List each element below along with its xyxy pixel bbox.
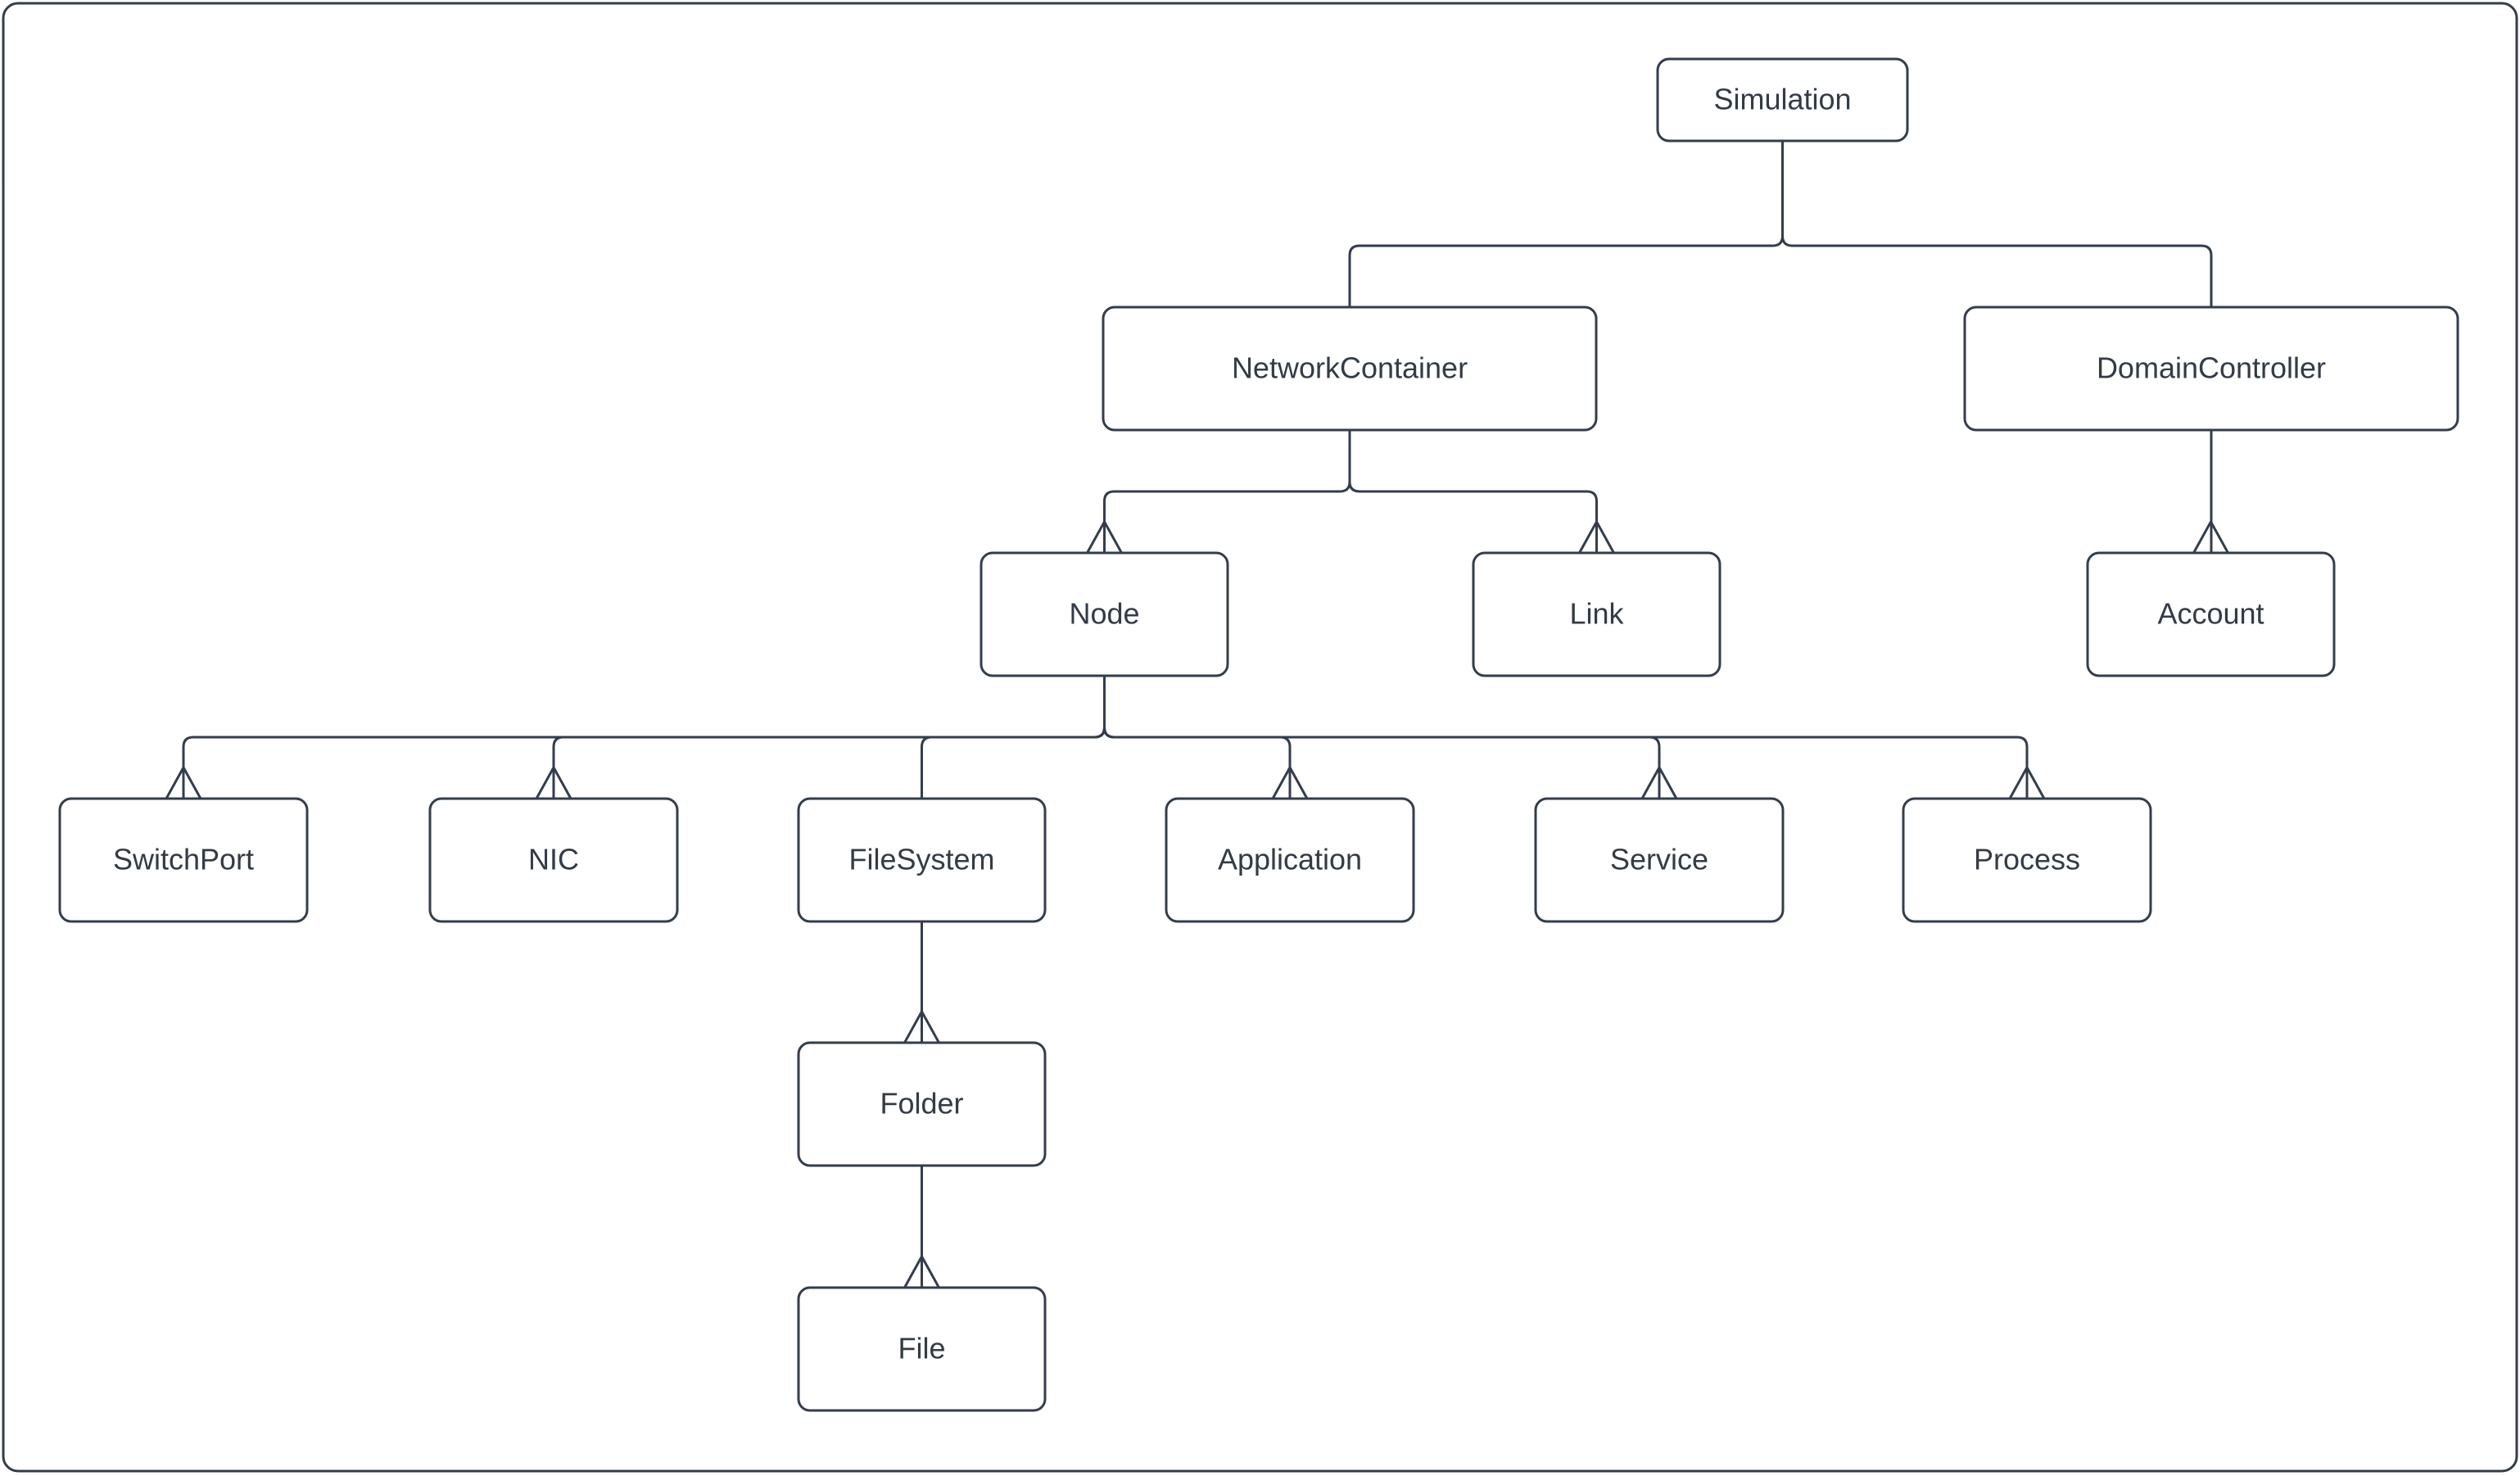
inheritance-arrow-node-nic bbox=[535, 764, 572, 799]
inheritance-arrow-node-service bbox=[1640, 764, 1678, 799]
class-box-label-link: Link bbox=[1569, 597, 1624, 631]
edge-layer bbox=[165, 141, 2229, 1288]
class-box-label-nic: NIC bbox=[528, 843, 579, 876]
inheritance-arrow-folder-file bbox=[903, 1253, 940, 1288]
class-box-rect-network-container bbox=[1102, 306, 1598, 432]
class-box-simulation[interactable]: Simulation bbox=[1656, 57, 1909, 143]
class-box-rect-account bbox=[2086, 551, 2336, 677]
edge-simulation-domain-controller bbox=[1781, 141, 2213, 307]
inheritance-arrow-filesystem-folder bbox=[903, 1008, 940, 1044]
class-box-folder[interactable]: Folder bbox=[797, 1041, 1047, 1167]
class-box-rect-link bbox=[1472, 551, 1721, 677]
edge-network-container-link bbox=[1348, 430, 1598, 553]
class-box-network-container[interactable]: NetworkContainer bbox=[1102, 306, 1598, 432]
edge-node-process bbox=[1103, 676, 2029, 799]
class-box-label-file: File bbox=[898, 1332, 945, 1365]
inheritance-arrow-network-container-node bbox=[1086, 518, 1123, 554]
class-box-rect-process bbox=[1902, 797, 2152, 923]
class-box-node[interactable]: Node bbox=[979, 551, 1229, 677]
inheritance-arrow-node-process bbox=[2008, 764, 2046, 799]
class-box-label-account: Account bbox=[2157, 597, 2264, 631]
inheritance-arrow-domain-controller-account bbox=[2192, 518, 2229, 554]
class-box-rect-node bbox=[979, 551, 1229, 677]
class-box-rect-domain-controller bbox=[1963, 306, 2459, 432]
class-box-switchport[interactable]: SwitchPort bbox=[58, 797, 309, 923]
inheritance-arrow-node-switchport bbox=[165, 764, 202, 799]
class-box-account[interactable]: Account bbox=[2086, 551, 2336, 677]
class-box-rect-folder bbox=[797, 1041, 1047, 1167]
class-box-label-process: Process bbox=[1974, 843, 2080, 876]
inheritance-arrow-node-application bbox=[1271, 764, 1309, 799]
class-box-application[interactable]: Application bbox=[1165, 797, 1415, 923]
class-box-label-domain-controller: DomainController bbox=[2097, 351, 2326, 385]
class-box-label-folder: Folder bbox=[880, 1087, 963, 1121]
class-box-process[interactable]: Process bbox=[1902, 797, 2152, 923]
class-box-rect-application bbox=[1165, 797, 1415, 923]
class-box-label-simulation: Simulation bbox=[1713, 83, 1851, 116]
class-box-nic[interactable]: NIC bbox=[428, 797, 679, 923]
class-box-label-filesystem: FileSystem bbox=[848, 843, 994, 876]
class-box-label-network-container: NetworkContainer bbox=[1232, 351, 1468, 385]
class-box-label-switchport: SwitchPort bbox=[113, 843, 254, 876]
class-box-label-service: Service bbox=[1610, 843, 1708, 876]
class-box-rect-switchport bbox=[58, 797, 309, 923]
class-box-rect-simulation bbox=[1656, 57, 1909, 143]
class-box-link[interactable]: Link bbox=[1472, 551, 1721, 677]
class-box-rect-service bbox=[1534, 797, 1785, 923]
class-box-label-application: Application bbox=[1218, 843, 1362, 876]
inheritance-arrow-network-container-link bbox=[1578, 518, 1615, 554]
class-box-rect-filesystem bbox=[797, 797, 1047, 923]
class-box-file[interactable]: File bbox=[797, 1286, 1047, 1412]
class-box-filesystem[interactable]: FileSystem bbox=[797, 797, 1047, 923]
class-box-domain-controller[interactable]: DomainController bbox=[1963, 306, 2459, 432]
class-box-rect-file bbox=[797, 1286, 1047, 1412]
class-box-rect-nic bbox=[428, 797, 679, 923]
class-box-service[interactable]: Service bbox=[1534, 797, 1785, 923]
class-box-label-node: Node bbox=[1069, 597, 1139, 631]
